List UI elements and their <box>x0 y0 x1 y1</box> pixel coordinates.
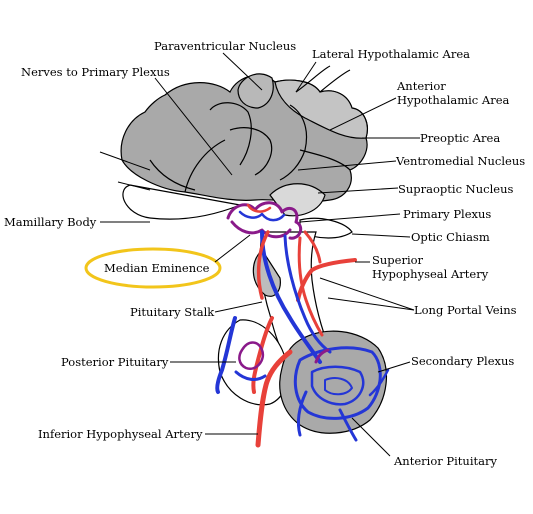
label-optic-chiasm: Optic Chiasm <box>411 230 490 244</box>
label-primary-plexus: Primary Plexus <box>403 207 491 221</box>
label-superior-hypophyseal-line2: Hypophyseal Artery <box>372 267 489 281</box>
label-posterior-pituitary: Posterior Pituitary <box>61 355 169 369</box>
labels: Paraventricular Nucleus Lateral Hypothal… <box>4 39 525 468</box>
label-superior-hypophyseal-line1: Superior <box>372 253 424 267</box>
label-lateral-hypothalamic-area: Lateral Hypothalamic Area <box>312 47 470 61</box>
label-mamillary-body: Mamillary Body <box>4 215 97 229</box>
blood-vessels <box>215 201 390 448</box>
label-anterior-pituitary: Anterior Pituitary <box>393 454 497 468</box>
label-secondary-plexus: Secondary Plexus <box>411 354 514 368</box>
label-median-eminence: Median Eminence <box>104 261 210 275</box>
label-nerves-to-primary-plexus: Nerves to Primary Plexus <box>21 65 170 79</box>
label-preoptic-area: Preoptic Area <box>420 131 500 145</box>
label-ventromedial-nucleus: Ventromedial Nucleus <box>395 154 525 168</box>
label-anterior-hypothalamic-line1: Anterior <box>396 79 446 93</box>
label-paraventricular-nucleus: Paraventricular Nucleus <box>154 39 296 53</box>
median-eminence-highlight <box>84 247 222 289</box>
label-pituitary-stalk: Pituitary Stalk <box>130 305 215 319</box>
hypothalamus-tissue <box>120 65 368 239</box>
label-anterior-hypothalamic-line2: Hypothalamic Area <box>397 93 510 107</box>
label-inferior-hypophyseal-artery: Inferior Hypophyseal Artery <box>38 427 203 441</box>
leader-lines <box>99 52 420 457</box>
label-long-portal-veins: Long Portal Veins <box>414 303 517 317</box>
label-supraoptic-nucleus: Supraoptic Nucleus <box>398 182 513 196</box>
